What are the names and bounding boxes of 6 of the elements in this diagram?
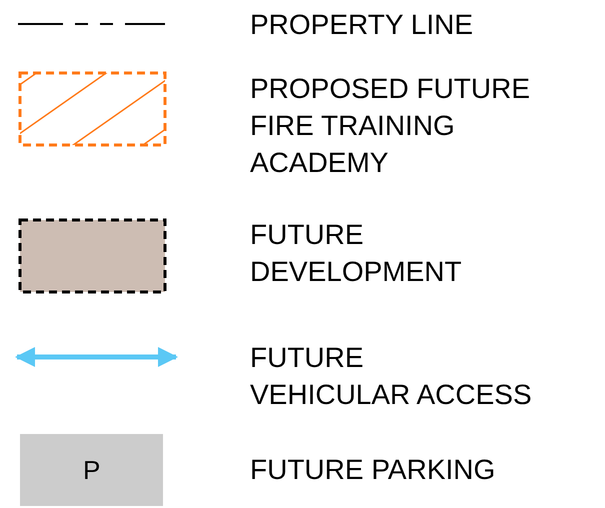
- legend-label: FUTURE VEHICULAR ACCESS: [250, 341, 532, 412]
- legend-label: PROPOSED FUTURE FIRE TRAINING ACADEMY: [250, 72, 530, 180]
- legend-label: FUTURE PARKING: [250, 453, 496, 487]
- legend-label: PROPERTY LINE: [250, 8, 474, 42]
- parking-symbol: P: [83, 455, 100, 486]
- legend-label: FUTURE DEVELOPMENT: [250, 218, 462, 289]
